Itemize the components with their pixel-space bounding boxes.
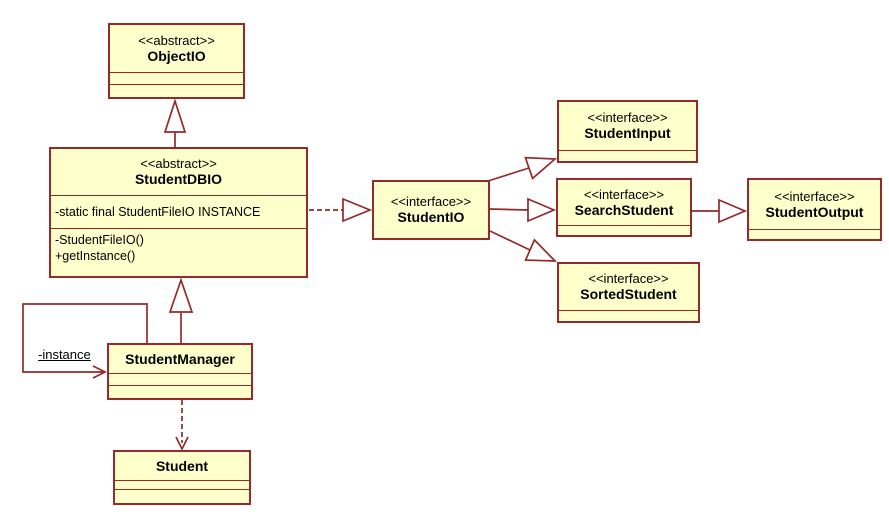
class-name: StudentInput: [584, 125, 671, 141]
class-name: SortedStudent: [580, 286, 677, 302]
class-studentinput[interactable]: <<interface>> StudentInput: [557, 100, 698, 163]
generalization-line: [489, 208, 529, 211]
hollow-triangle-icon: [168, 277, 194, 313]
stereotype-label: <<interface>>: [587, 110, 668, 125]
methods-compartment: [115, 489, 249, 503]
class-header: <<abstract>> ObjectIO: [110, 25, 243, 72]
attributes-compartment: [559, 310, 698, 321]
stereotype-label: <<abstract>>: [140, 156, 217, 171]
class-studentdbio[interactable]: <<abstract>> StudentDBIO -static final S…: [49, 147, 308, 278]
stereotype-label: <<interface>>: [774, 188, 855, 204]
class-name: StudentIO: [397, 209, 465, 225]
stereotype-label: <<abstract>>: [138, 32, 215, 48]
methods-compartment: -StudentFileIO() +getInstance(): [51, 228, 306, 276]
attributes-compartment: [110, 72, 243, 84]
class-name: ObjectIO: [147, 47, 206, 64]
edge-generalization-studentio-studentinput[interactable]: [487, 156, 558, 182]
open-arrowhead-icon: [175, 436, 189, 451]
hollow-triangle-icon: [524, 156, 558, 180]
attributes-compartment: [115, 480, 249, 489]
attributes-compartment: -static final StudentFileIO INSTANCE: [51, 195, 306, 228]
attributes-compartment: [559, 150, 696, 161]
attributes-compartment: [558, 225, 690, 235]
class-header: <<interface>> StudentIO: [374, 182, 488, 238]
stereotype-label: <<interface>>: [390, 194, 472, 209]
class-objectio[interactable]: <<abstract>> ObjectIO: [108, 23, 245, 99]
edge-generalization-studentio-searchstudent[interactable]: [489, 197, 557, 223]
class-name: StudentOutput: [765, 203, 864, 220]
class-sortedstudent[interactable]: <<interface>> SortedStudent: [557, 262, 700, 323]
class-name: Student: [155, 457, 209, 474]
class-header: <<interface>> SearchStudent: [558, 180, 690, 225]
edge-realization-studentdbio-studentio[interactable]: [309, 197, 373, 223]
class-header: StudentManager: [109, 345, 251, 373]
stereotype-label: <<interface>>: [588, 271, 669, 286]
hollow-triangle-icon: [342, 197, 373, 223]
hollow-triangle-icon: [718, 198, 748, 224]
hollow-triangle-icon: [163, 98, 187, 133]
open-arrowhead-icon: [92, 365, 107, 379]
class-name: SearchStudent: [574, 201, 674, 218]
attributes-compartment: [749, 229, 880, 239]
edge-dependency-studentmanager-student[interactable]: [175, 400, 189, 451]
class-header: <<interface>> StudentOutput: [749, 180, 880, 229]
class-name: StudentDBIO: [134, 171, 223, 187]
self-association-line: [22, 303, 148, 373]
class-studentio[interactable]: <<interface>> StudentIO: [372, 180, 490, 240]
hollow-triangle-icon: [524, 238, 558, 262]
class-header: <<interface>> SortedStudent: [559, 264, 698, 310]
method-item: +getInstance(): [55, 249, 136, 263]
class-header: <<interface>> StudentInput: [559, 102, 696, 150]
attributes-compartment: [109, 373, 251, 385]
class-searchstudent[interactable]: <<interface>> SearchStudent: [556, 178, 692, 237]
edge-self-association-studentmanager[interactable]: [22, 303, 148, 379]
edge-generalization-studentdbio-objectio[interactable]: [163, 98, 187, 147]
attribute-item: -static final StudentFileIO INSTANCE: [55, 205, 261, 219]
class-studentmanager[interactable]: StudentManager: [107, 343, 253, 400]
methods-compartment: [110, 84, 243, 97]
class-student[interactable]: Student: [113, 450, 251, 505]
hollow-triangle-icon: [527, 197, 557, 223]
class-header: <<abstract>> StudentDBIO: [51, 149, 306, 195]
edge-generalization-studentmanager-studentdbio[interactable]: [168, 277, 194, 343]
method-item: -StudentFileIO(): [55, 233, 144, 247]
class-name: StudentManager: [125, 350, 235, 367]
association-label-instance: -instance: [38, 347, 91, 362]
edge-generalization-searchstudent-studentoutput[interactable]: [692, 198, 748, 224]
methods-compartment: [109, 385, 251, 398]
class-studentoutput[interactable]: <<interface>> StudentOutput: [747, 178, 882, 241]
generalization-line: [487, 167, 530, 182]
edge-generalization-studentio-sortedstudent[interactable]: [489, 230, 558, 262]
class-header: Student: [115, 452, 249, 480]
stereotype-label: <<interface>>: [583, 186, 665, 202]
generalization-line: [489, 230, 531, 251]
